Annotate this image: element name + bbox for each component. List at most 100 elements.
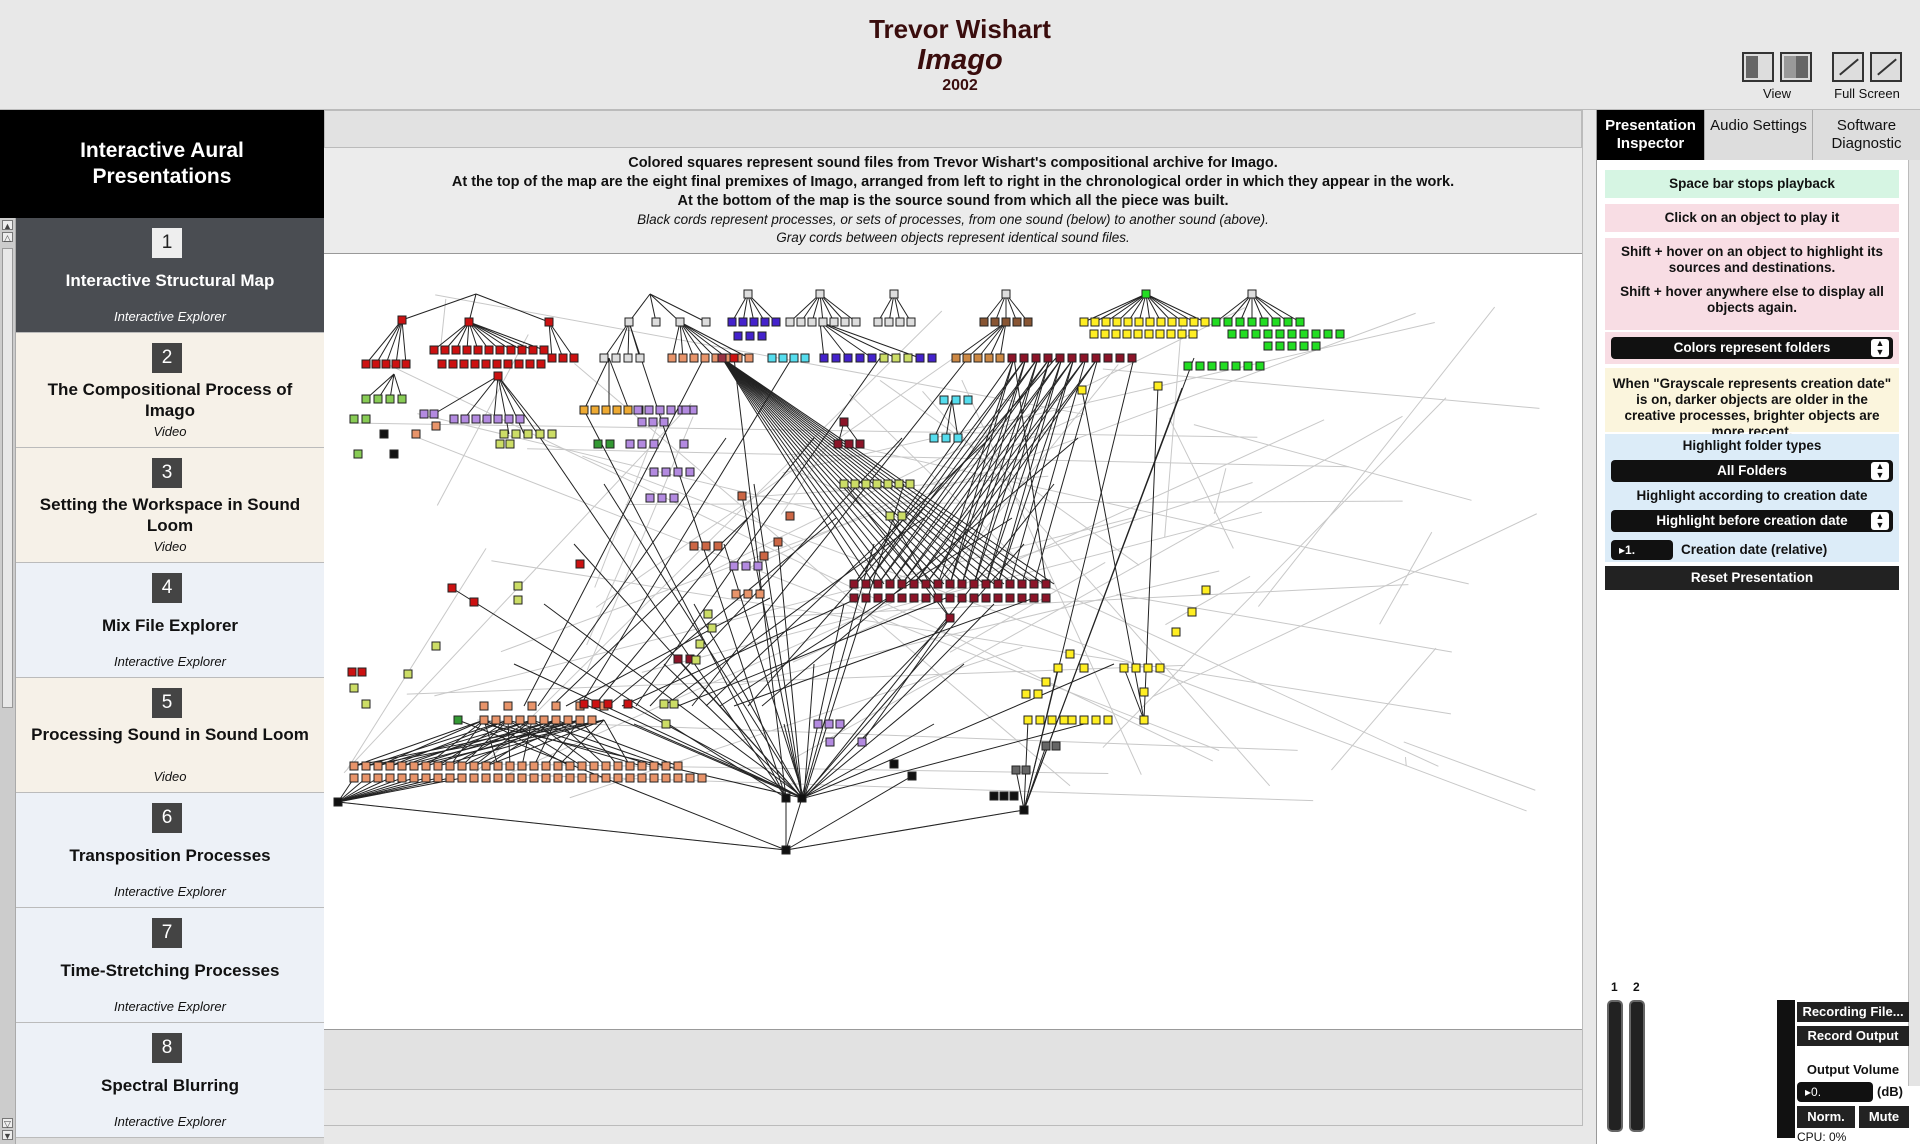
- sound-file-node[interactable]: [551, 715, 561, 725]
- sound-file-node[interactable]: [844, 439, 854, 449]
- structural-map[interactable]: [324, 254, 1582, 1030]
- sound-file-node[interactable]: [1033, 689, 1043, 699]
- sound-file-node[interactable]: [729, 353, 739, 363]
- mute-button[interactable]: Mute: [1859, 1106, 1909, 1128]
- sound-file-node[interactable]: [695, 639, 705, 649]
- sound-file-node[interactable]: [1335, 329, 1345, 339]
- view-left-icon[interactable]: [1742, 52, 1774, 82]
- sound-file-node[interactable]: [517, 773, 527, 783]
- sound-file-node[interactable]: [1101, 317, 1111, 327]
- sound-file-node[interactable]: [1201, 585, 1211, 595]
- sound-file-node[interactable]: [1001, 289, 1011, 299]
- sound-file-node[interactable]: [601, 405, 611, 415]
- sound-file-node[interactable]: [349, 761, 359, 771]
- sound-file-node[interactable]: [349, 414, 359, 424]
- sound-file-node[interactable]: [635, 353, 645, 363]
- sound-file-node[interactable]: [605, 439, 615, 449]
- sound-file-node[interactable]: [1211, 317, 1221, 327]
- sound-file-node[interactable]: [613, 773, 623, 783]
- sound-file-node[interactable]: [539, 715, 549, 725]
- sound-file-node[interactable]: [945, 613, 955, 623]
- sound-file-node[interactable]: [589, 773, 599, 783]
- sound-file-node[interactable]: [885, 593, 895, 603]
- sound-file-node[interactable]: [385, 773, 395, 783]
- sound-file-node[interactable]: [973, 353, 983, 363]
- sound-file-node[interactable]: [1005, 593, 1015, 603]
- sound-file-node[interactable]: [1041, 677, 1051, 687]
- sound-file-node[interactable]: [528, 345, 538, 355]
- sound-file-node[interactable]: [421, 761, 431, 771]
- reset-presentation-button[interactable]: Reset Presentation: [1605, 566, 1899, 590]
- sound-file-node[interactable]: [484, 345, 494, 355]
- sound-file-node[interactable]: [347, 667, 357, 677]
- sound-file-node[interactable]: [1079, 715, 1089, 725]
- sound-file-node[interactable]: [759, 551, 769, 561]
- sidebar-scrollbar[interactable]: ▲ △ ▽ ▼: [0, 218, 16, 1144]
- sound-file-node[interactable]: [933, 579, 943, 589]
- sound-file-node[interactable]: [1141, 289, 1151, 299]
- sound-file-node[interactable]: [1263, 329, 1273, 339]
- sound-file-node[interactable]: [421, 773, 431, 783]
- sound-file-node[interactable]: [818, 317, 828, 327]
- sound-file-node[interactable]: [679, 439, 689, 449]
- sound-file-node[interactable]: [945, 593, 955, 603]
- sound-file-node[interactable]: [855, 439, 865, 449]
- sound-file-node[interactable]: [440, 345, 450, 355]
- sound-file-node[interactable]: [1153, 381, 1163, 391]
- sound-file-node[interactable]: [989, 791, 999, 801]
- sound-file-node[interactable]: [493, 371, 503, 381]
- sound-file-node[interactable]: [1188, 329, 1198, 339]
- sound-file-node[interactable]: [1091, 715, 1101, 725]
- sound-file-node[interactable]: [623, 699, 633, 709]
- sound-file-node[interactable]: [429, 409, 439, 419]
- sound-file-node[interactable]: [511, 429, 521, 439]
- sound-file-node[interactable]: [589, 761, 599, 771]
- sound-file-node[interactable]: [1100, 329, 1110, 339]
- sound-file-node[interactable]: [1127, 353, 1137, 363]
- sound-file-node[interactable]: [897, 593, 907, 603]
- sound-file-node[interactable]: [1183, 361, 1193, 371]
- sound-file-node[interactable]: [691, 655, 701, 665]
- sound-file-node[interactable]: [361, 761, 371, 771]
- sound-file-node[interactable]: [909, 579, 919, 589]
- sidebar-scroll-thumb[interactable]: [2, 248, 13, 708]
- sound-file-node[interactable]: [515, 715, 525, 725]
- sound-file-node[interactable]: [419, 409, 429, 419]
- sound-file-node[interactable]: [891, 353, 901, 363]
- sound-file-node[interactable]: [1166, 329, 1176, 339]
- sound-file-node[interactable]: [1155, 663, 1165, 673]
- sound-file-node[interactable]: [903, 353, 913, 363]
- creation-date-number[interactable]: ▸1.: [1611, 540, 1673, 560]
- sound-file-node[interactable]: [504, 414, 514, 424]
- recording-handle[interactable]: [1777, 1000, 1795, 1138]
- sound-file-node[interactable]: [1090, 317, 1100, 327]
- sound-file-node[interactable]: [1017, 579, 1027, 589]
- sound-file-node[interactable]: [471, 414, 481, 424]
- sound-file-node[interactable]: [771, 317, 781, 327]
- sound-file-node[interactable]: [1247, 289, 1257, 299]
- sound-file-node[interactable]: [981, 579, 991, 589]
- sound-file-node[interactable]: [921, 593, 931, 603]
- sound-file-node[interactable]: [729, 561, 739, 571]
- sound-file-node[interactable]: [1041, 741, 1051, 751]
- sound-file-node[interactable]: [523, 429, 533, 439]
- sound-file-node[interactable]: [333, 797, 343, 807]
- sound-file-node[interactable]: [495, 345, 505, 355]
- sound-file-node[interactable]: [1079, 317, 1089, 327]
- sound-file-node[interactable]: [1271, 317, 1281, 327]
- sound-file-node[interactable]: [1144, 329, 1154, 339]
- sound-file-node[interactable]: [491, 715, 501, 725]
- sound-file-node[interactable]: [685, 467, 695, 477]
- sound-file-node[interactable]: [889, 759, 899, 769]
- sound-file-node[interactable]: [1007, 353, 1017, 363]
- sound-file-node[interactable]: [513, 595, 523, 605]
- sound-file-node[interactable]: [373, 773, 383, 783]
- sound-file-node[interactable]: [361, 699, 371, 709]
- sound-file-node[interactable]: [993, 593, 1003, 603]
- sound-file-node[interactable]: [1019, 805, 1029, 815]
- sound-file-node[interactable]: [1055, 353, 1065, 363]
- sound-file-node[interactable]: [1103, 715, 1113, 725]
- sound-file-node[interactable]: [1019, 353, 1029, 363]
- sound-file-node[interactable]: [1207, 361, 1217, 371]
- sound-file-node[interactable]: [409, 773, 419, 783]
